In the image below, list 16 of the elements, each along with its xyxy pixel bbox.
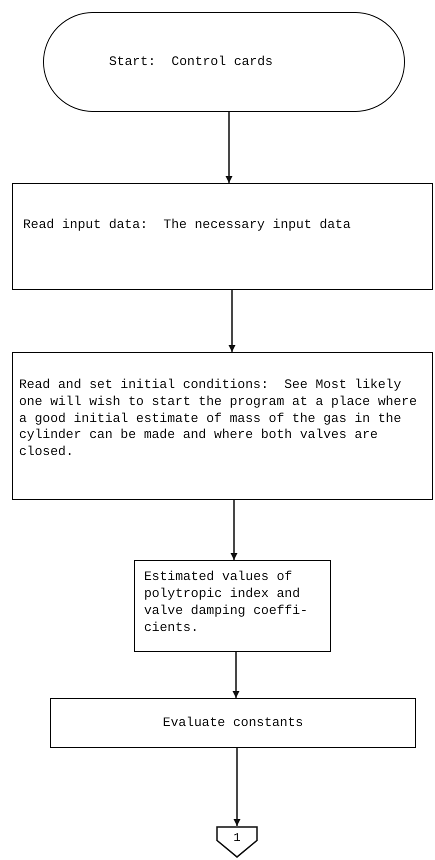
node-text: 1 xyxy=(233,831,241,847)
process-box xyxy=(12,183,433,290)
arrow xyxy=(228,290,236,352)
node-text: Estimated values of polytropic index and valve damping coeffi- cients. xyxy=(144,569,309,637)
off-page-connector xyxy=(216,826,258,858)
process-box xyxy=(134,560,331,652)
arrow xyxy=(226,112,232,183)
node-text: Start: Control cards xyxy=(109,54,273,70)
arrow xyxy=(230,500,238,560)
process-box xyxy=(50,698,416,748)
process-box xyxy=(12,352,433,500)
node-text: Evaluate constants xyxy=(162,714,304,732)
node-text: Read input data: The necessary input data xyxy=(23,217,351,234)
node-text: Read and set initial conditions: See Most likely one will wish to start the program at a place where a good initial estimate of mass of the gas in the cylinder can be made and where both valves are closed. xyxy=(19,376,418,462)
arrow xyxy=(232,652,240,698)
arrow xyxy=(234,748,240,826)
